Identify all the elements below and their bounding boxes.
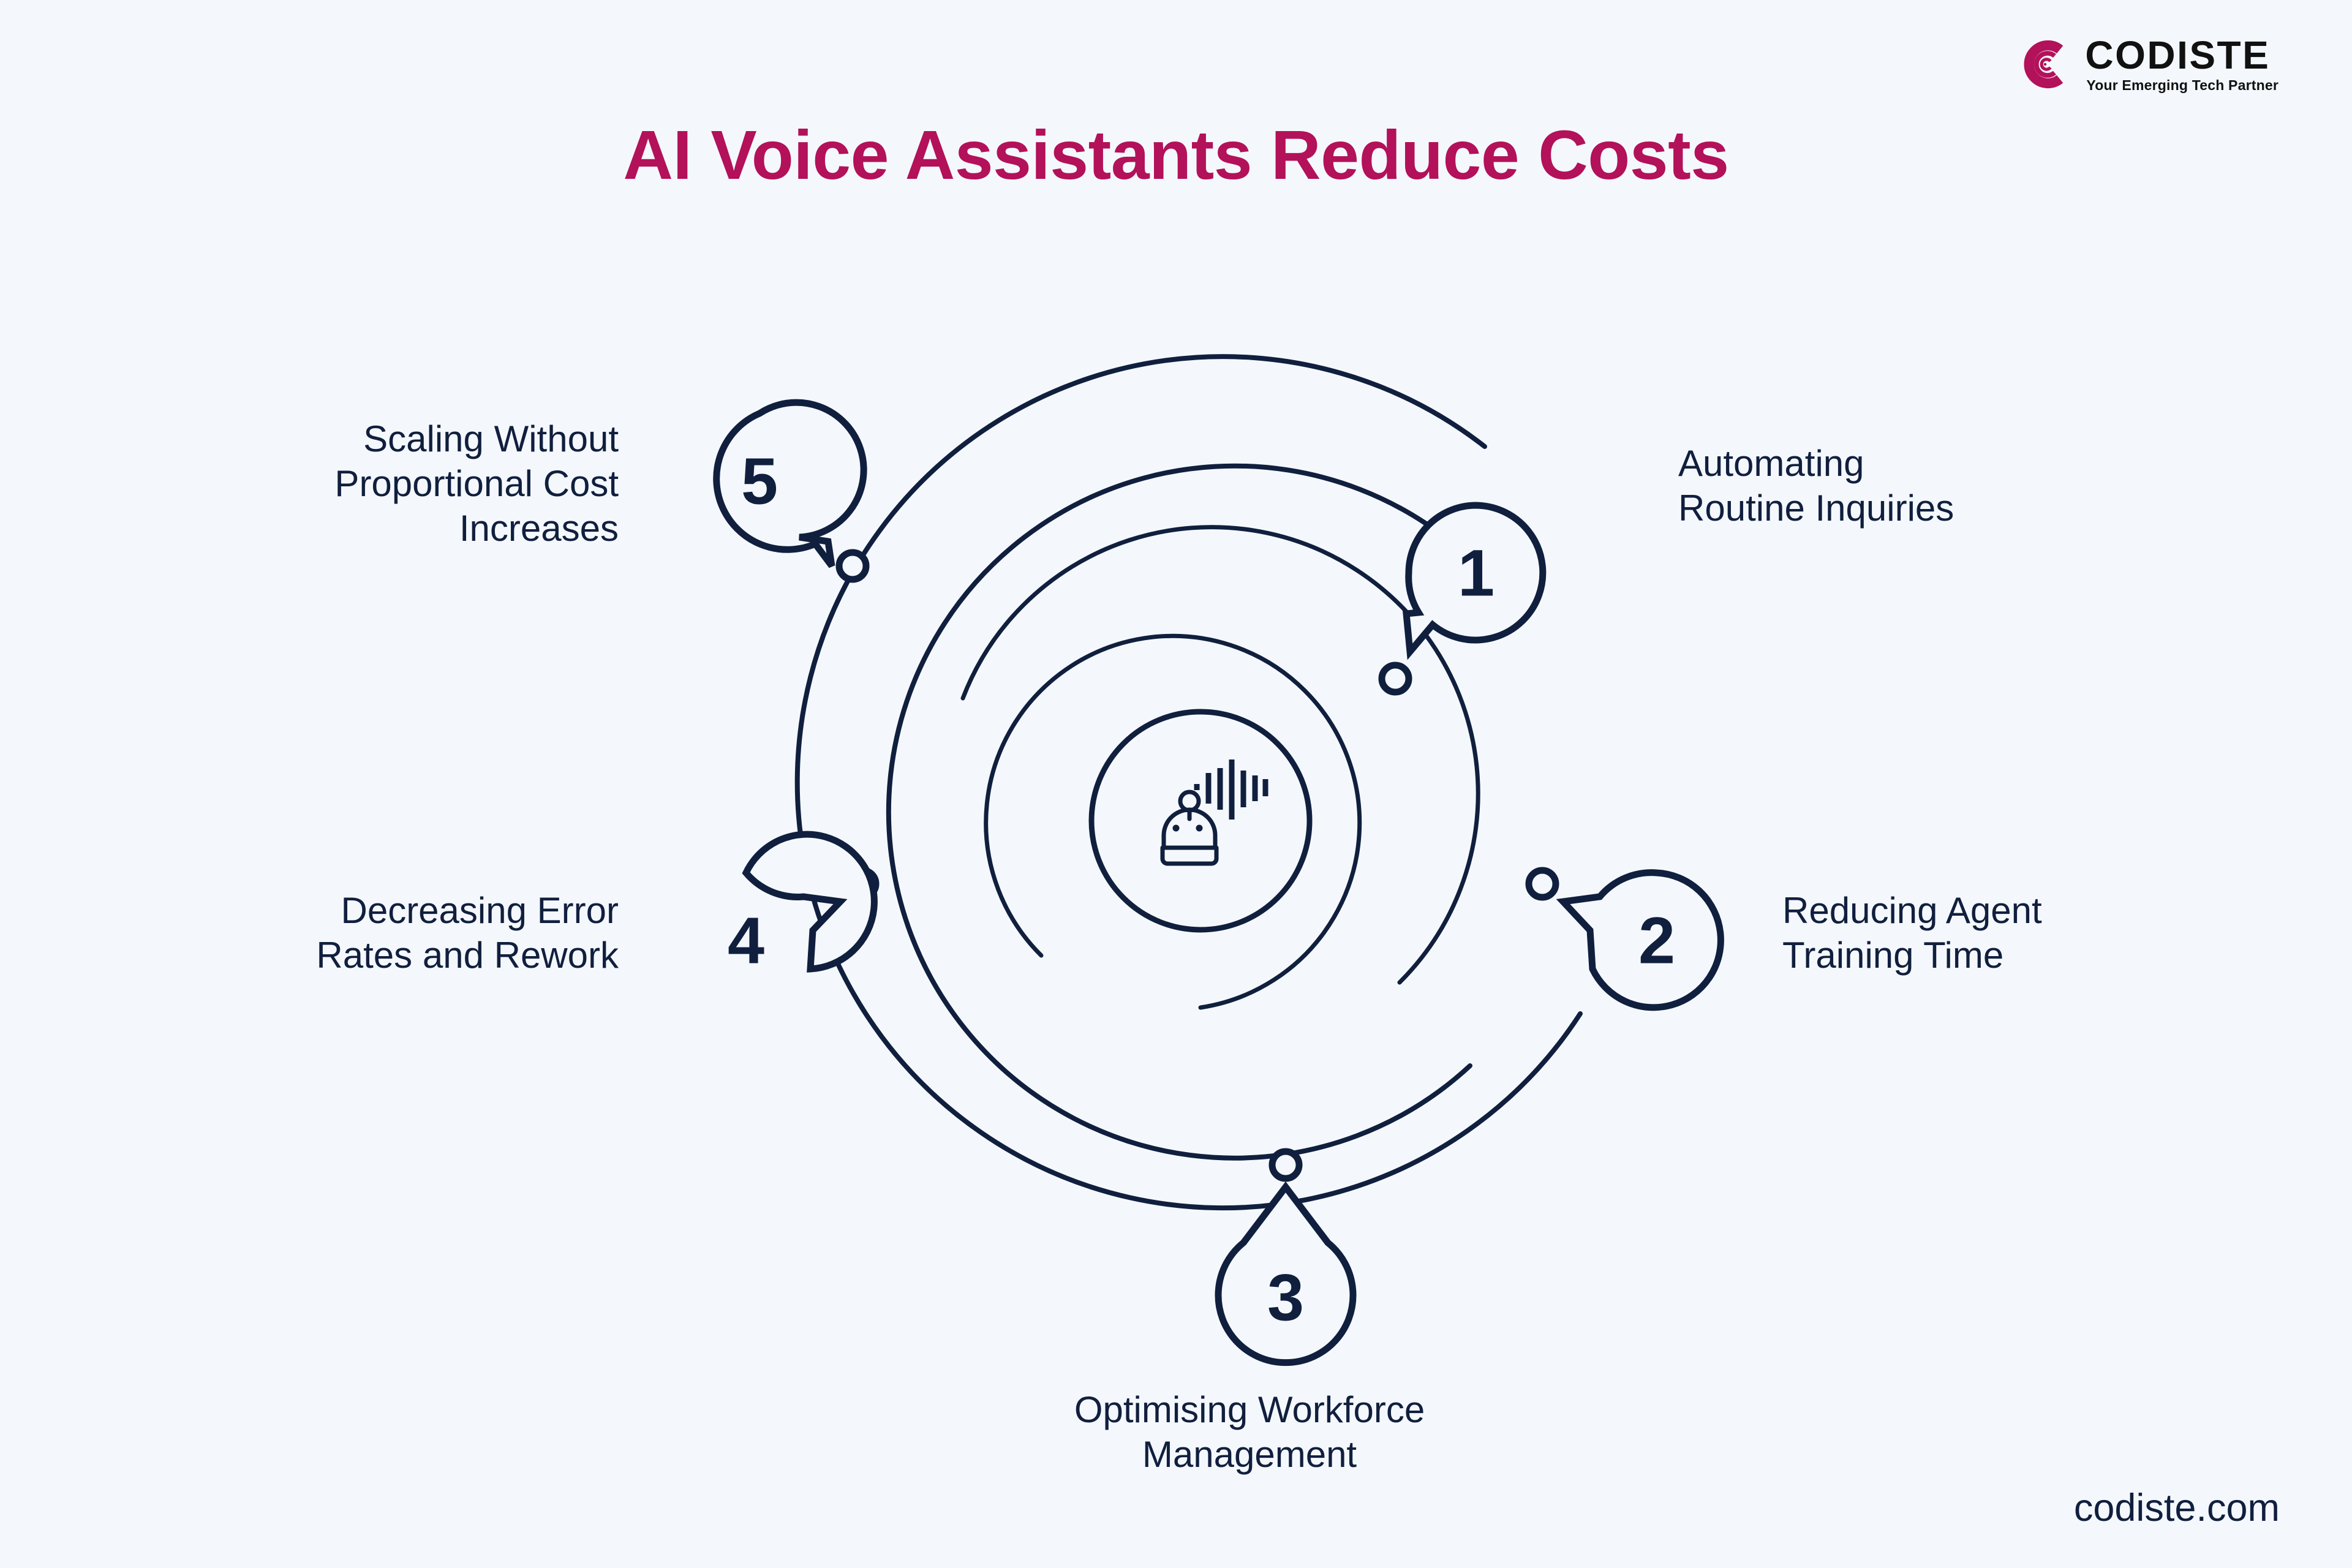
callout-number-3: 3: [1267, 1261, 1304, 1335]
ring-marker-dot-1: [1378, 662, 1412, 696]
callout-number-2: 2: [1638, 903, 1675, 978]
codiste-logo: CODISTE Your Emerging Tech Partner: [2019, 36, 2278, 92]
callout-label-5: Scaling Without Proportional Cost Increa…: [334, 418, 619, 549]
callout-number-1: 1: [1458, 536, 1494, 610]
orbit-ring-1: [984, 633, 1362, 1010]
orbit-ring-2: [960, 525, 1480, 985]
codiste-concentric-c-icon: [2024, 40, 2064, 88]
logo-wordmark: CODISTE Your Emerging Tech Partner: [2085, 36, 2278, 92]
logo-brand-text: CODISTE: [2085, 33, 2271, 77]
ring-marker-dot-2: [1525, 867, 1559, 901]
callout-bubble-2[interactable]: 2: [1556, 869, 1724, 1011]
callout-label-2: Reducing Agent Training Time: [1782, 890, 2042, 976]
logo-tagline-text: Your Emerging Tech Partner: [2086, 77, 2278, 93]
ring-marker-dot-3: [1268, 1148, 1303, 1182]
callout-label-3: Optimising Workforce Management: [1074, 1389, 1425, 1476]
page-title: AI Voice Assistants Reduce Costs: [623, 116, 1729, 194]
orbit-ring-3: [886, 463, 1522, 1161]
orbit-ring-4: [794, 354, 1583, 1211]
callout-number-5: 5: [741, 444, 778, 518]
voice-assistant-robot-icon: [1160, 760, 1268, 866]
footer-website-url[interactable]: codiste.com: [2073, 1487, 2280, 1529]
callout-bubble-1[interactable]: 1: [1402, 502, 1547, 660]
callout-bubble-3[interactable]: 3: [1215, 1181, 1357, 1366]
center-hub-circle: [1088, 709, 1313, 933]
callout-bubble-4[interactable]: 4: [728, 831, 878, 978]
callout-label-1: Automating Routine Inquiries: [1678, 443, 1954, 529]
ring-marker-dot-5: [835, 549, 870, 583]
callout-bubble-5[interactable]: 5: [713, 399, 867, 568]
callout-number-4: 4: [728, 903, 764, 978]
callout-label-4: Decreasing Error Rates and Rework: [316, 890, 619, 976]
